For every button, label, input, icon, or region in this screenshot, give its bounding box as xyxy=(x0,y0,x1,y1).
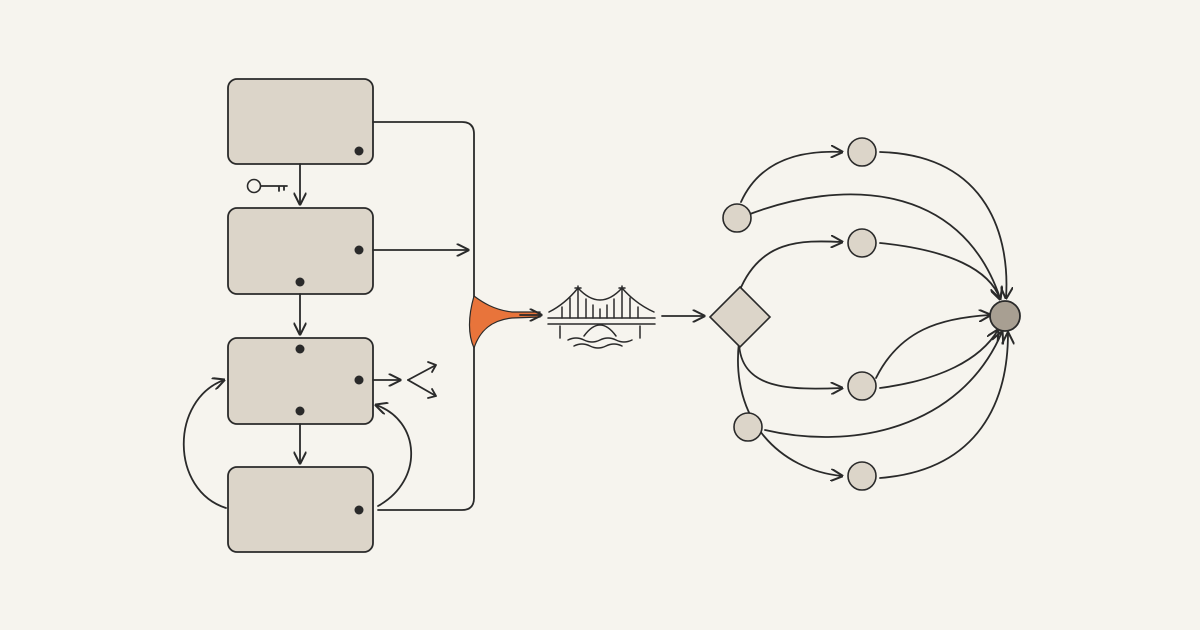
graph-node[interactable] xyxy=(847,228,877,258)
graph-edges xyxy=(737,152,1008,478)
fork-arrow-icon xyxy=(372,361,437,399)
graph-node[interactable] xyxy=(847,137,877,167)
port-dot xyxy=(354,245,364,255)
graph-node[interactable] xyxy=(847,461,877,491)
key-icon xyxy=(246,178,288,194)
sink-node[interactable] xyxy=(989,300,1021,332)
box-1[interactable] xyxy=(227,78,374,165)
collector-line xyxy=(372,121,475,511)
graph-node[interactable] xyxy=(722,203,752,233)
port-dot xyxy=(354,146,364,156)
graph-node[interactable] xyxy=(733,412,763,442)
bridge-icon xyxy=(547,285,656,349)
box-4[interactable] xyxy=(227,466,374,553)
decision-diamond[interactable] xyxy=(708,285,772,349)
port-dot xyxy=(295,277,305,287)
loop-arrow-right xyxy=(376,405,413,507)
box-3[interactable] xyxy=(227,337,374,425)
loop-arrow-left xyxy=(182,380,226,509)
port-dot xyxy=(354,505,364,515)
port-dot xyxy=(354,375,364,385)
box-2[interactable] xyxy=(227,207,374,295)
graph-node[interactable] xyxy=(847,371,877,401)
merge-funnel-icon xyxy=(468,294,541,350)
port-dot xyxy=(295,406,305,416)
port-dot xyxy=(295,344,305,354)
